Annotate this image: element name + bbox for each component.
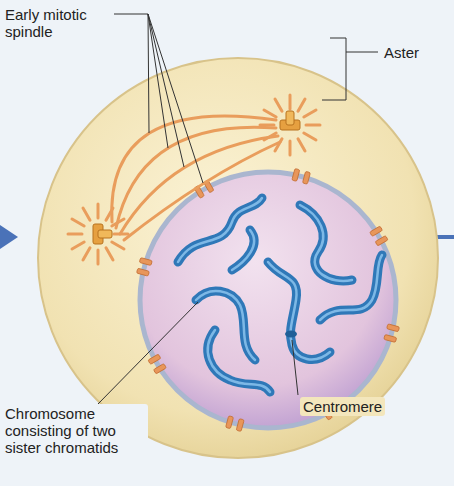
- spindle-fibers: [112, 116, 280, 240]
- label-box: Aster: [381, 43, 447, 62]
- label-box: Early mitotic spindle: [2, 5, 114, 41]
- leader-lines: [98, 14, 378, 404]
- chromosomes: [178, 198, 382, 392]
- aster: [68, 204, 128, 264]
- part-label: Chromosome consisting of two sister chro…: [2, 404, 148, 457]
- label-box: Chromosome consisting of two sister chro…: [2, 404, 148, 457]
- cell-body: [38, 58, 438, 458]
- centromere-mark: [285, 331, 297, 338]
- part-label: Early mitotic spindle: [2, 5, 114, 41]
- label-box: Centromere: [300, 397, 400, 416]
- step-arrow: [0, 225, 18, 249]
- nuclear-pores: [136, 168, 399, 431]
- part-label: Aster: [381, 43, 422, 62]
- part-label: Centromere: [300, 397, 385, 416]
- nucleus: [140, 172, 396, 428]
- aster: [260, 95, 320, 155]
